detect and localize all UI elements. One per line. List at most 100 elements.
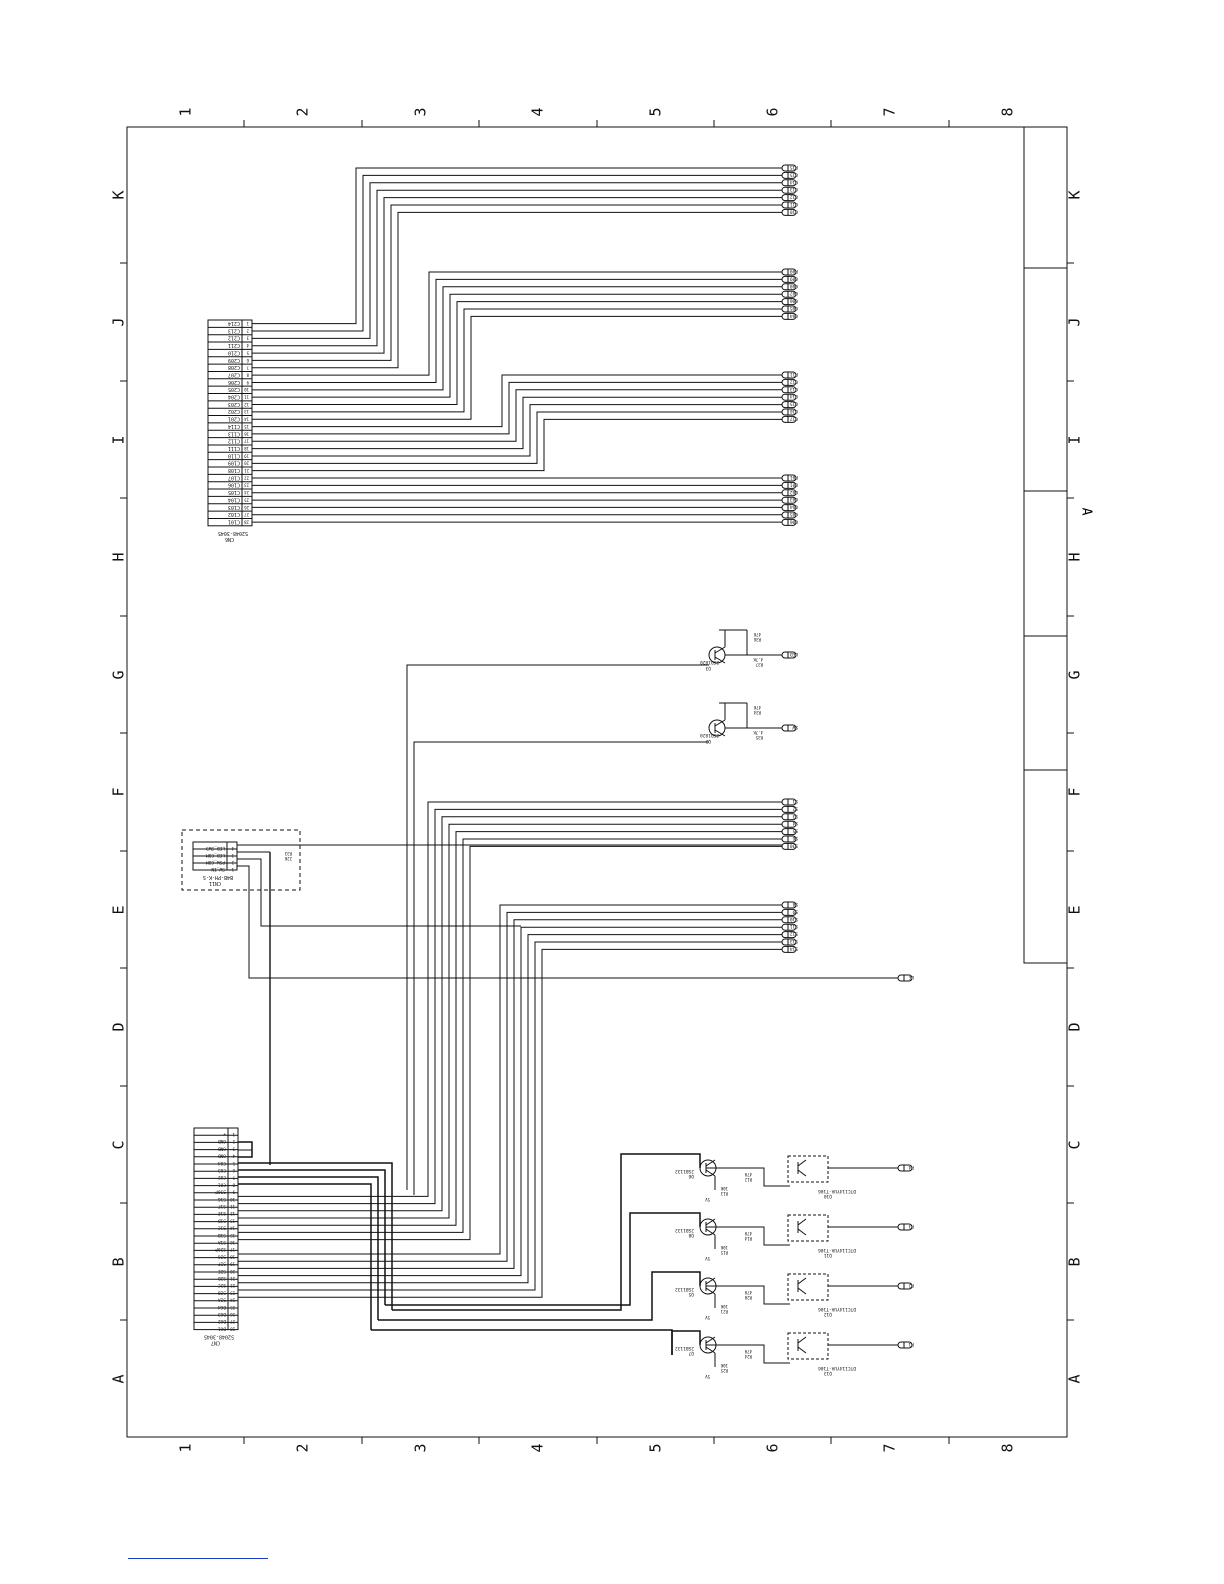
driver-input-net	[651, 1271, 701, 1296]
cn7-pin-number: 8	[232, 1182, 235, 1187]
cn6-net	[252, 308, 782, 413]
driver-emitter	[705, 1346, 716, 1354]
bottom-link-line	[128, 1558, 268, 1559]
plug-p15-label: P15	[790, 164, 798, 170]
plug-g13: G13	[781, 186, 798, 194]
plug-g16: G16	[781, 408, 798, 416]
row-label-right: F	[1065, 787, 1084, 797]
plug-p4-body	[897, 1164, 913, 1172]
plug-p4: P4	[897, 1164, 914, 1172]
cn7-net-seg1	[238, 801, 782, 1197]
cn6-pin-signal: C210	[228, 349, 240, 355]
cn6-net	[252, 381, 782, 435]
transistor-collector	[714, 719, 726, 727]
cn6-pin-signal: C213	[228, 327, 240, 333]
plug-g02: G02	[781, 489, 798, 497]
cn6-net	[252, 411, 782, 464]
cn7-pin-signal: S2A	[218, 1297, 226, 1303]
cn6-net	[252, 404, 782, 457]
supply-label: 5V	[705, 1197, 710, 1202]
cn6-pin-signal: C101	[228, 518, 240, 524]
cn7-pin-number: 1	[232, 1132, 235, 1137]
digital-transistor-collector	[797, 1336, 807, 1344]
cn11-outline	[181, 829, 301, 891]
plug-s11: S11	[781, 923, 798, 931]
column-label-bottom: 2	[293, 1443, 312, 1453]
cn7-pin-signal: C02	[218, 1174, 226, 1180]
driver-collector	[705, 1277, 716, 1285]
driver-rpull-value: 10K	[720, 1245, 728, 1250]
plug-g05: G05	[781, 305, 798, 313]
cn6-pin-signal: C106	[228, 482, 240, 488]
cn7-pin-number: 16	[230, 1240, 235, 1245]
plug-g17-label: G17	[790, 415, 798, 421]
cn7-pin-signal: DG3	[218, 1311, 226, 1317]
digital-transistor-ref: Q13	[824, 1370, 832, 1376]
digital-transistor-emitter	[797, 1346, 807, 1354]
cn7-pin-signal: C04	[218, 1160, 226, 1166]
cn7-net-seg1	[238, 838, 782, 1233]
plug-s8: S8	[781, 901, 798, 909]
cn7-net-seg2	[238, 934, 782, 1284]
column-label-top: 8	[998, 107, 1017, 117]
cn7-pin-number: 24	[230, 1298, 235, 1303]
row-label-right: G	[1065, 669, 1084, 680]
row-label-left: I	[109, 434, 128, 445]
resistor-ref: R36	[753, 637, 761, 642]
cn7-drive-3	[378, 1296, 653, 1321]
driver-rbase-ref: R14	[744, 1236, 752, 1241]
driver-part: 2SB1132	[675, 1168, 694, 1174]
cn6-pin-signal: C108	[228, 467, 240, 473]
plug-s30: S30	[781, 842, 798, 850]
driver-collector	[705, 1336, 716, 1344]
cn6-pin-number: 6	[246, 358, 249, 363]
transistor-collector	[714, 646, 726, 654]
driver-to-dtc-net	[758, 1167, 790, 1187]
cn11-pin-signal: LED_COM	[206, 852, 225, 858]
driver-rpull-value: 10K	[720, 1304, 728, 1309]
plug-s9: S9	[781, 908, 798, 916]
digital-transistor-ref: Q10	[824, 1193, 832, 1199]
resistor-ref: R35	[755, 735, 763, 740]
cn11-net-swin	[237, 865, 900, 979]
cn11-pin-number: 1	[231, 867, 234, 872]
plug-s5-label: S5	[792, 828, 798, 834]
driver-ref: Q6	[688, 1173, 694, 1179]
cn6-pin-signal: C204	[228, 394, 240, 400]
cn7-pin-number: 15	[230, 1233, 235, 1238]
plug-p01-label: P01	[790, 474, 798, 480]
plug-s9-label: S9	[792, 908, 798, 914]
plug-g15-label: G15	[790, 171, 798, 177]
cn6-pin-number: 3	[246, 336, 249, 341]
driver-to-dtc-net	[758, 1285, 790, 1305]
cn6-pin-signal: C206	[228, 379, 240, 385]
plug-p11-label: P11	[790, 371, 798, 377]
digital-transistor-ref: Q12	[824, 1311, 832, 1317]
column-label-bottom: 7	[880, 1443, 899, 1453]
plug-s4: S4	[781, 820, 798, 828]
row-label-left: H	[109, 552, 128, 562]
cn6-pin-number: 7	[246, 365, 249, 370]
cn7-ref: CN7	[211, 1340, 220, 1346]
cn7-net-seg2	[238, 948, 782, 1298]
digital-transistor-part: DTC114YUA-T106	[818, 1306, 856, 1312]
plug-g12-label: G12	[790, 378, 798, 384]
plug-p1: P1	[897, 1341, 914, 1349]
cn6-pin-number: 10	[244, 387, 249, 392]
cn7-pin-signal: S1F	[218, 1203, 226, 1209]
driver-part: 2SB1132	[675, 1286, 694, 1292]
cn7-pin-signal: GND	[218, 1138, 226, 1144]
cn7-pin-number: 26	[230, 1312, 235, 1317]
supply-label: 5V	[705, 1256, 710, 1261]
column-label-top: 2	[293, 107, 312, 117]
driver-rpull-value: 10K	[720, 1186, 728, 1191]
plug-p2-body	[897, 1282, 913, 1290]
cn7-pin-number: 19	[230, 1262, 235, 1267]
cn6-pin-number: 13	[244, 409, 249, 414]
driver-to-dtc-net	[758, 1226, 790, 1246]
driver-ref: Q8	[688, 1232, 694, 1238]
cn7-pin-signal: DG1	[218, 1325, 226, 1331]
title-block	[1023, 126, 1068, 964]
plug-p11: P11	[781, 371, 798, 379]
plug-p2-label: P2	[908, 1282, 914, 1288]
